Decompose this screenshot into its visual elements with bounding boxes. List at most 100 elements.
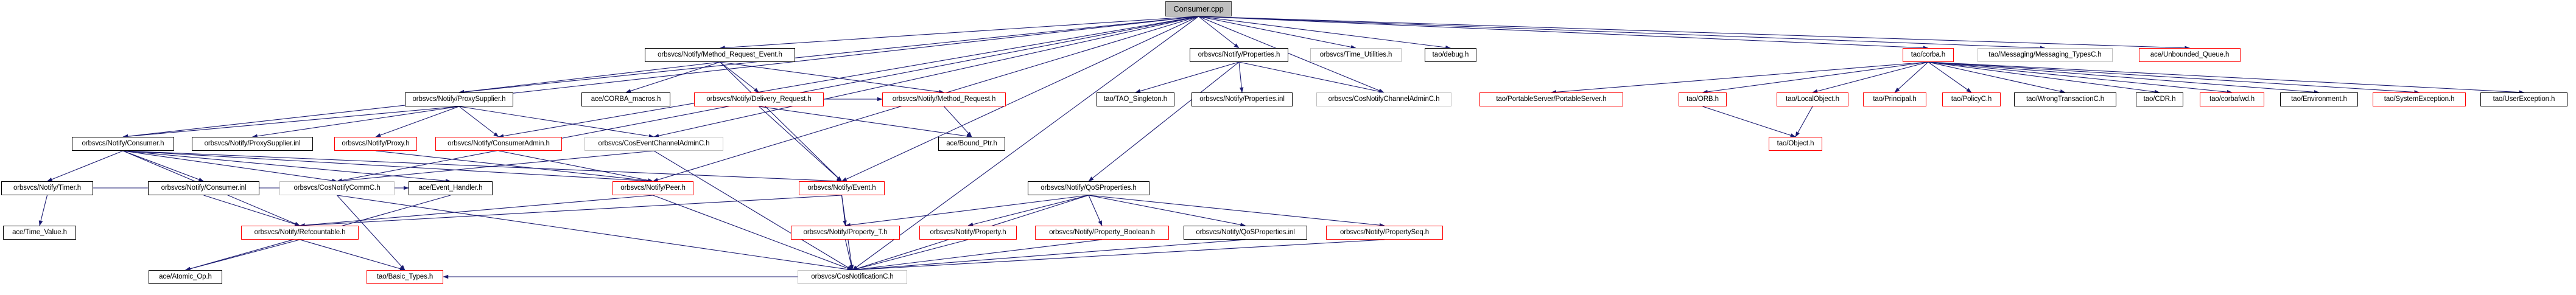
graph-edge	[1551, 61, 1929, 94]
graph-node[interactable]: ace/Event_Handler.h	[409, 181, 493, 195]
graph-node[interactable]: tao/UserException.h	[2480, 92, 2567, 106]
graph-edge	[299, 195, 842, 227]
graph-edge	[203, 195, 301, 226]
graph-edge	[1198, 16, 2191, 50]
graph-edge	[1928, 61, 2420, 94]
graph-edge	[1928, 61, 2320, 94]
graph-edge	[720, 61, 759, 93]
graph-edge	[1198, 16, 1240, 49]
graph-node[interactable]: orbsvcs/CosEventChannelAdminC.h	[584, 137, 723, 151]
graph-edge	[375, 106, 460, 137]
graph-edge	[1198, 16, 1451, 50]
graph-node-label: ace/Event_Handler.h	[418, 184, 483, 192]
graph-edge	[844, 195, 1089, 227]
graph-node[interactable]: orbsvcs/Notify/Consumer.inl	[148, 181, 259, 195]
graph-node[interactable]: ace/Atomic_Op.h	[149, 270, 222, 284]
graph-node[interactable]: ace/Bound_Ptr.h	[938, 137, 1005, 151]
graph-edge	[1812, 61, 1929, 94]
graph-node[interactable]: ace/Time_Value.h	[3, 226, 76, 240]
graph-node-label: tao/corbafwd.h	[2209, 95, 2255, 103]
graph-node-label: tao/TAO_Singleton.h	[1103, 95, 1167, 103]
graph-node[interactable]: tao/Principal.h	[1863, 92, 1926, 106]
graph-edge	[1238, 61, 1385, 94]
graph-node[interactable]: orbsvcs/Notify/Property_T.h	[791, 226, 900, 240]
graph-edge	[336, 150, 655, 183]
graph-node[interactable]: tao/SystemException.h	[2373, 92, 2466, 106]
graph-node-label: ace/Unbounded_Queue.h	[2150, 50, 2230, 58]
graph-node[interactable]: orbsvcs/Notify/Method_Request.h	[882, 92, 1006, 106]
graph-node-label: orbsvcs/Notify/Delivery_Request.h	[706, 95, 812, 103]
graph-node[interactable]: ace/Unbounded_Queue.h	[2139, 48, 2241, 62]
graph-node[interactable]: tao/ORB.h	[1679, 92, 1727, 106]
graph-node[interactable]: tao/CDR.h	[2136, 92, 2183, 106]
graph-node-label: tao/WrongTransactionC.h	[2026, 95, 2105, 103]
graph-node-label: ace/Bound_Ptr.h	[946, 139, 997, 147]
graph-node[interactable]: orbsvcs/Notify/Timer.h	[1, 181, 93, 195]
graph-node[interactable]: orbsvcs/Notify/ProxySupplier.h	[405, 92, 513, 106]
graph-node[interactable]: orbsvcs/Notify/Method_Request_Event.h	[645, 48, 795, 62]
graph-node[interactable]: tao/WrongTransactionC.h	[2014, 92, 2116, 106]
graph-node-label: orbsvcs/Notify/ConsumerAdmin.h	[447, 139, 550, 147]
graph-node[interactable]: orbsvcs/Notify/Properties.h	[1190, 48, 1288, 62]
graph-edge	[1928, 61, 2160, 94]
graph-node-label: orbsvcs/Notify/Properties.h	[1198, 50, 1280, 58]
graph-node[interactable]: tao/Object.h	[1769, 137, 1822, 151]
graph-node-label: orbsvcs/Notify/QoSProperties.h	[1041, 184, 1137, 192]
graph-node[interactable]: tao/Basic_Types.h	[367, 270, 443, 284]
graph-node[interactable]: Consumer.cpp	[1165, 1, 1232, 16]
graph-node-label: ace/CORBA_macros.h	[591, 95, 661, 103]
graph-edge	[122, 150, 843, 183]
graph-node-label: orbsvcs/CosNotifyCommC.h	[293, 184, 381, 192]
graph-node-label: orbsvcs/Notify/PropertySeq.h	[1339, 228, 1430, 236]
graph-edge	[720, 61, 945, 94]
graph-node-label: ace/Time_Value.h	[12, 228, 67, 236]
graph-node[interactable]: orbsvcs/CosNotifyCommC.h	[279, 181, 395, 195]
graph-node[interactable]: orbsvcs/Time_Utilities.h	[1310, 48, 1402, 62]
graph-node[interactable]: orbsvcs/Notify/Event.h	[799, 181, 885, 195]
graph-node[interactable]: orbsvcs/Notify/Peer.h	[612, 181, 693, 195]
graph-node[interactable]: orbsvcs/Notify/Proxy.h	[334, 137, 417, 151]
graph-edge	[1928, 61, 2233, 94]
graph-node[interactable]: tao/Environment.h	[2280, 92, 2358, 106]
graph-node-label: orbsvcs/Notify/QoSProperties.inl	[1196, 228, 1295, 236]
graph-edge	[759, 106, 972, 139]
graph-node[interactable]: tao/corbafwd.h	[2200, 92, 2264, 106]
graph-node[interactable]: tao/debug.h	[1425, 48, 1476, 62]
graph-node[interactable]: tao/PortableServer/PortableServer.h	[1479, 92, 1623, 106]
graph-node[interactable]: orbsvcs/Notify/Properties.inl	[1191, 92, 1293, 106]
graph-edge	[1238, 61, 1244, 93]
graph-node[interactable]: orbsvcs/CosNotificationC.h	[798, 270, 907, 284]
graph-node[interactable]: orbsvcs/CosNotifyChannelAdminC.h	[1316, 92, 1451, 106]
graph-edge	[852, 239, 1246, 272]
graph-edge	[653, 150, 853, 271]
graph-edge	[1088, 61, 1240, 182]
graph-node[interactable]: orbsvcs/Notify/Delivery_Request.h	[694, 92, 824, 106]
graph-node[interactable]: tao/PolicyC.h	[1942, 92, 2001, 106]
graph-node[interactable]: tao/LocalObject.h	[1777, 92, 1848, 106]
graph-node[interactable]: ace/CORBA_macros.h	[581, 92, 670, 106]
graph-node[interactable]: orbsvcs/Notify/Property_Boolean.h	[1035, 226, 1169, 240]
graph-node[interactable]: orbsvcs/Notify/QoSProperties.h	[1028, 181, 1149, 195]
graph-node[interactable]: orbsvcs/Notify/Consumer.h	[72, 137, 174, 151]
graph-node-label: tao/Principal.h	[1873, 95, 1917, 103]
graph-node-label: orbsvcs/Notify/ProxySupplier.h	[412, 95, 506, 103]
graph-node[interactable]: tao/corba.h	[1903, 48, 1954, 62]
graph-edge	[1702, 61, 1929, 94]
graph-node[interactable]: orbsvcs/Notify/ConsumerAdmin.h	[435, 137, 562, 151]
graph-node[interactable]: orbsvcs/Notify/QoSProperties.inl	[1184, 226, 1307, 240]
graph-node[interactable]: orbsvcs/Notify/Property.h	[919, 226, 1017, 240]
graph-node[interactable]: orbsvcs/Notify/PropertySeq.h	[1326, 226, 1443, 240]
graph-node[interactable]: tao/Messaging/Messaging_TypesC.h	[1978, 48, 2113, 62]
graph-edge	[653, 195, 853, 271]
graph-edge	[1135, 61, 1240, 93]
graph-edge	[852, 239, 1103, 272]
graph-edge	[944, 106, 972, 137]
graph-node-label: orbsvcs/Notify/Peer.h	[620, 184, 686, 192]
graph-edge	[122, 16, 1199, 139]
graph-edge	[653, 16, 1199, 138]
graph-node[interactable]: orbsvcs/Notify/ProxySupplier.inl	[192, 137, 313, 151]
graph-node[interactable]: orbsvcs/Notify/Refcountable.h	[241, 226, 359, 240]
graph-node[interactable]: tao/TAO_Singleton.h	[1097, 92, 1174, 106]
graph-node-label: orbsvcs/Notify/Property.h	[930, 228, 1006, 236]
